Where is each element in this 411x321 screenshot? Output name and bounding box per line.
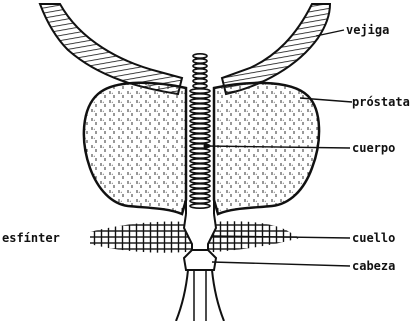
bladder-wall-left xyxy=(40,4,182,94)
coil-ring xyxy=(190,189,210,193)
coil-ring xyxy=(190,134,210,138)
shaft-right xyxy=(212,270,224,321)
coil-ring xyxy=(190,139,210,143)
coil-ring xyxy=(190,149,210,153)
coil-ring xyxy=(190,104,210,108)
coil-ring xyxy=(193,54,207,58)
urethral-coil xyxy=(190,54,210,208)
coil-ring xyxy=(193,69,207,73)
head-segment xyxy=(184,250,216,270)
bladder-wall-right xyxy=(222,4,330,94)
prostate-left-lobe xyxy=(84,83,186,214)
coil-ring xyxy=(190,119,210,123)
coil-ring xyxy=(190,164,210,168)
coil-ring xyxy=(190,184,210,188)
coil-ring xyxy=(190,124,210,128)
coil-ring xyxy=(193,59,207,63)
coil-ring xyxy=(190,174,210,178)
coil-ring xyxy=(193,74,207,78)
coil-ring xyxy=(193,64,207,68)
coil-ring xyxy=(190,179,210,183)
coil-ring xyxy=(190,159,210,163)
coil-ring xyxy=(190,129,210,133)
label-esfinter: esfínter xyxy=(2,231,60,245)
prostate-right-lobe xyxy=(214,83,319,214)
coil-ring xyxy=(190,204,210,208)
coil-ring xyxy=(190,109,210,113)
coil-ring xyxy=(190,94,210,98)
label-vejiga: vejiga xyxy=(346,23,389,37)
label-cuello: cuello xyxy=(352,231,395,245)
coil-ring xyxy=(193,79,207,83)
label-cuerpo: cuerpo xyxy=(352,141,395,155)
coil-ring xyxy=(190,89,210,93)
coil-ring xyxy=(190,194,210,198)
shaft-left xyxy=(176,270,188,321)
coil-ring xyxy=(190,199,210,203)
leader-cabeza xyxy=(212,262,350,266)
coil-ring xyxy=(190,169,210,173)
coil-ring xyxy=(190,154,210,158)
coil-ring xyxy=(193,84,207,88)
coil-ring xyxy=(190,114,210,118)
label-prostata: próstata xyxy=(352,95,410,109)
leader-cuerpo-dot xyxy=(204,144,209,149)
coil-ring xyxy=(190,99,210,103)
label-cabeza: cabeza xyxy=(352,259,395,273)
